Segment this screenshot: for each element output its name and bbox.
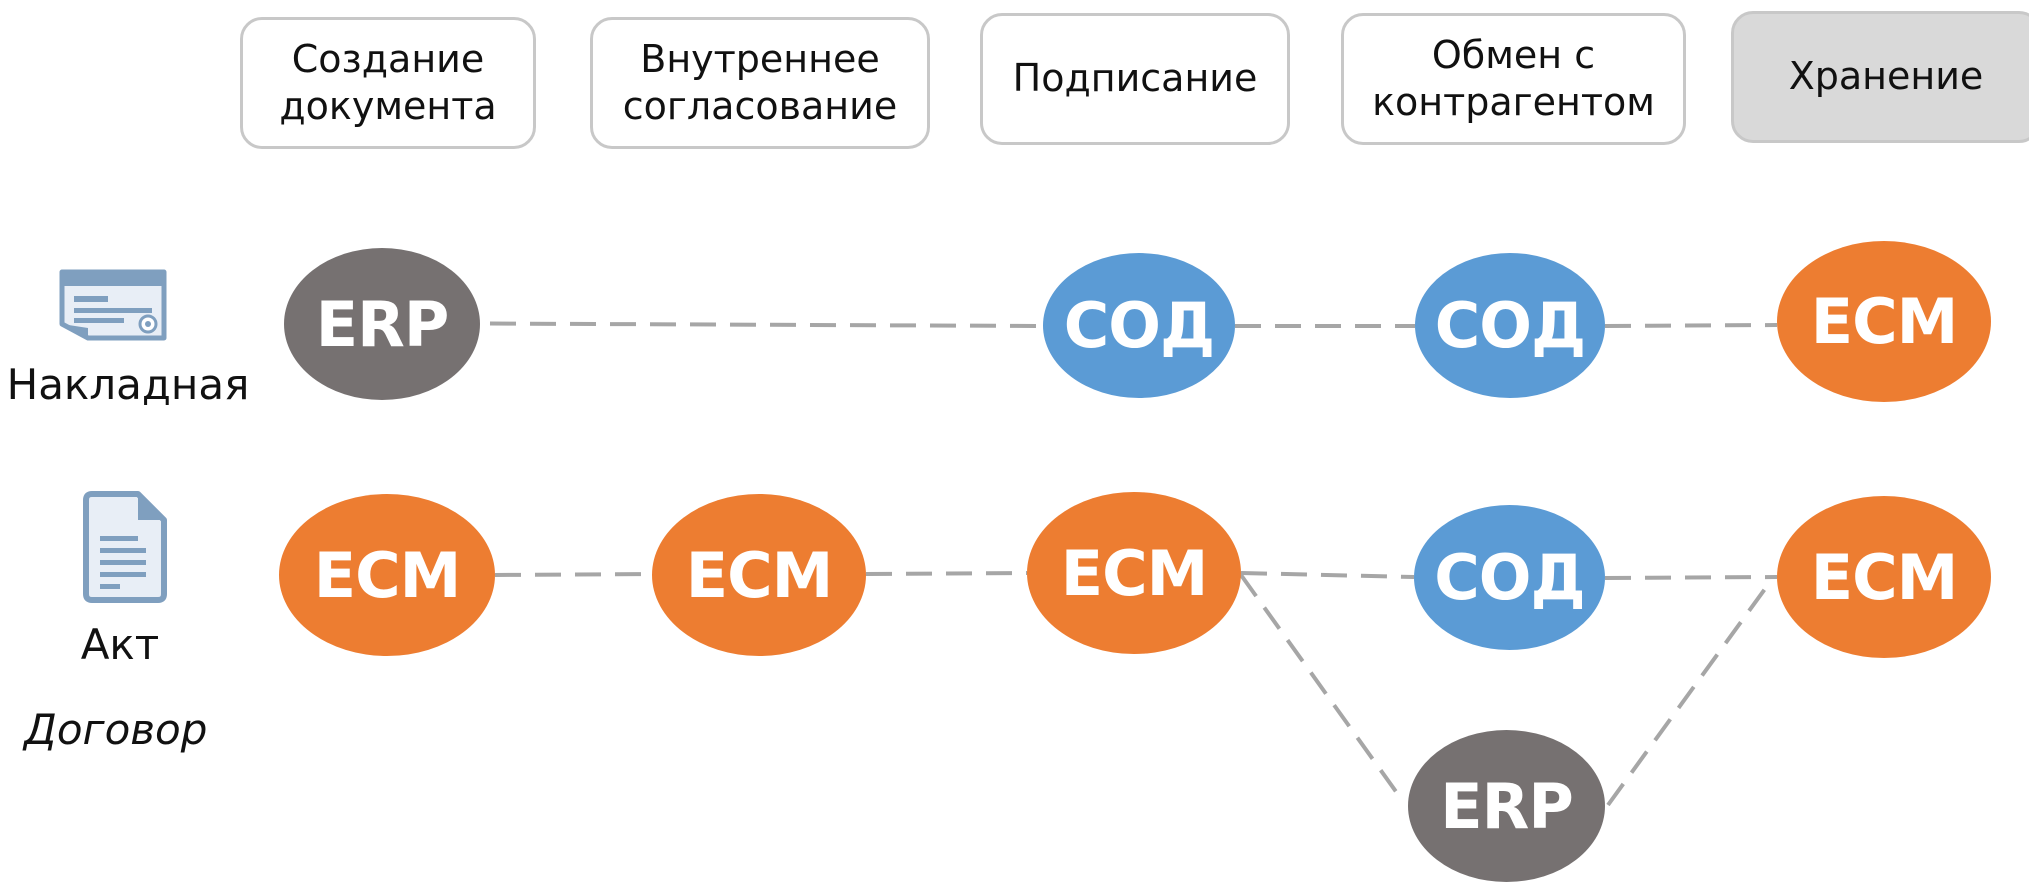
connector-act-ecm-to-sod	[1240, 571, 1415, 579]
stage-storage: Хранение	[1731, 11, 2029, 143]
connector-invoice-sod-to-ecm	[1604, 323, 1778, 328]
row-label-invoice: Накладная	[6, 360, 250, 409]
row-label-act: Акт	[80, 620, 160, 669]
stage-signing: Подписание	[980, 13, 1290, 145]
connector-act-ecm-to-ecm-1	[494, 572, 653, 577]
connector-act-erp-to-ecm	[1606, 580, 1772, 807]
stage-create-document: Создание документа	[240, 17, 536, 149]
node-invoice-erp: ERP	[284, 248, 480, 400]
connector-act-ecm-to-ecm-2	[865, 571, 1028, 576]
node-invoice-ecm-storage: ECM	[1777, 241, 1991, 402]
node-act-ecm-storage: ECM	[1777, 496, 1991, 658]
node-act-sod-exchange: СОД	[1414, 505, 1605, 650]
connector-act-sod-to-ecm	[1604, 575, 1778, 580]
node-act-ecm-approve: ECM	[652, 494, 866, 656]
stage-counterparty-exchange: Обмен с контрагентом	[1341, 13, 1686, 145]
invoice-card-icon	[59, 269, 167, 341]
node-act-erp-alternative: ERP	[1408, 730, 1605, 882]
row-sublabel-contract: Договор	[24, 705, 208, 754]
stage-internal-approval: Внутреннее согласование	[590, 17, 930, 149]
node-act-ecm-create: ECM	[279, 494, 495, 656]
node-invoice-sod-exchange: СОД	[1415, 253, 1605, 398]
node-act-ecm-sign: ECM	[1027, 492, 1241, 654]
node-invoice-sod-signing: СОД	[1043, 253, 1235, 398]
connector-act-ecm-to-erp	[1239, 573, 1404, 802]
document-icon	[83, 491, 167, 603]
connector-invoice-erp-to-sod	[369, 321, 1044, 328]
